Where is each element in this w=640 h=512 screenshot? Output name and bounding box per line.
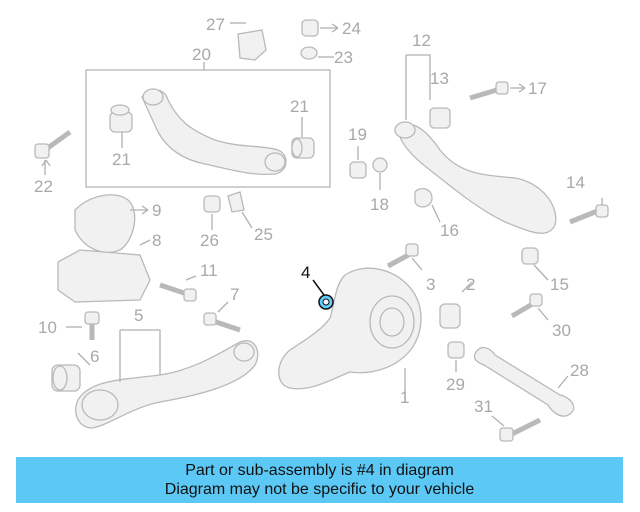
callout-24[interactable]: 24: [342, 19, 361, 38]
callout-16[interactable]: 16: [440, 221, 459, 240]
lower-arm-12-part[interactable]: [397, 123, 557, 234]
bolt-11-part[interactable]: [159, 282, 197, 302]
callout-25[interactable]: 25: [254, 225, 273, 244]
callout-7[interactable]: 7: [230, 285, 239, 304]
callout-1[interactable]: 1: [400, 388, 409, 407]
callout-21-left[interactable]: 21: [112, 150, 131, 169]
callout-3[interactable]: 3: [426, 275, 435, 294]
callout-4[interactable]: 4: [301, 263, 310, 282]
callout-9[interactable]: 9: [152, 201, 161, 220]
callout-30[interactable]: 30: [552, 321, 571, 340]
callout-10[interactable]: 10: [38, 318, 57, 337]
parts-diagram: 1 2 3 4 5 6 7 8 9 10 11 12 13 14 15 16 1…: [34, 15, 609, 442]
bolt-31-part[interactable]: [499, 417, 542, 442]
link-28-part[interactable]: [473, 346, 575, 417]
callout-18[interactable]: 18: [370, 195, 389, 214]
callout-22[interactable]: 22: [34, 177, 53, 196]
callout-26[interactable]: 26: [200, 231, 219, 250]
banner-line-2: Diagram may not be specific to your vehi…: [164, 481, 475, 498]
bushing-2-part[interactable]: [439, 303, 461, 329]
bushing-21-right[interactable]: [291, 137, 315, 159]
callout-21-right[interactable]: 21: [290, 97, 309, 116]
trailing-arm-5-part[interactable]: [75, 340, 259, 429]
bushing-13-part[interactable]: [429, 107, 451, 129]
callout-28[interactable]: 28: [570, 361, 589, 380]
upper-arm-part[interactable]: [141, 89, 287, 176]
callout-2[interactable]: 2: [466, 275, 475, 294]
group-20-box: [85, 69, 331, 188]
clip-25-part[interactable]: [227, 191, 245, 213]
callout-5[interactable]: 5: [134, 306, 143, 325]
washer-18-part[interactable]: [372, 157, 388, 173]
callout-17[interactable]: 17: [528, 79, 547, 98]
shield-9-part[interactable]: [74, 194, 136, 254]
callout-14[interactable]: 14: [566, 173, 585, 192]
callout-12[interactable]: 12: [412, 31, 431, 50]
bolt-30-part[interactable]: [510, 293, 543, 319]
bolt-17-part[interactable]: [469, 81, 509, 101]
callout-23[interactable]: 23: [334, 48, 353, 67]
callout-31[interactable]: 31: [474, 397, 493, 416]
nut-24-part[interactable]: [301, 19, 319, 37]
bolt-14-part[interactable]: [569, 204, 609, 225]
callout-6[interactable]: 6: [90, 347, 99, 366]
callout-15[interactable]: 15: [550, 275, 569, 294]
bolt-3-part[interactable]: [386, 243, 419, 269]
bushing-16-part[interactable]: [414, 187, 433, 208]
bolt-7-part[interactable]: [203, 312, 241, 333]
callout-29[interactable]: 29: [446, 375, 465, 394]
bushing-21-left[interactable]: [109, 104, 133, 133]
nut-26-part[interactable]: [203, 195, 221, 213]
callout-4-leader: [312, 279, 325, 296]
bolt-22-part[interactable]: [34, 129, 72, 159]
callout-27[interactable]: 27: [206, 15, 225, 34]
nut-15-part[interactable]: [521, 247, 539, 265]
bracket-27-part[interactable]: [237, 29, 267, 61]
callout-13[interactable]: 13: [430, 69, 449, 88]
callout-19[interactable]: 19: [348, 125, 367, 144]
bracket-8-part[interactable]: [57, 249, 151, 303]
bushing-6-part[interactable]: [51, 364, 81, 392]
info-banner: Part or sub-assembly is #4 in diagram Di…: [16, 457, 623, 503]
washer-23-part[interactable]: [300, 46, 318, 60]
nut-19-part[interactable]: [349, 161, 367, 179]
callout-8[interactable]: 8: [152, 231, 161, 250]
bolt-10-part[interactable]: [84, 311, 100, 340]
nut-29-part[interactable]: [447, 341, 465, 359]
callout-11[interactable]: 11: [200, 261, 218, 280]
callout-20[interactable]: 20: [192, 45, 211, 64]
banner-line-1: Part or sub-assembly is #4 in diagram: [185, 462, 454, 479]
